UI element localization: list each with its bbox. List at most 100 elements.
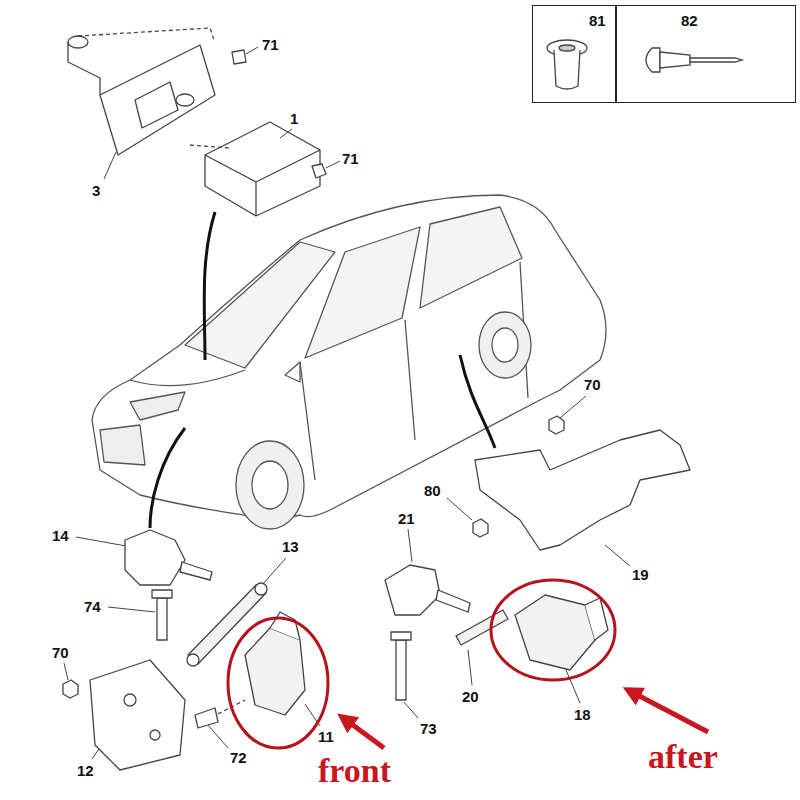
sensor-arm	[180, 562, 212, 580]
top-parts	[68, 28, 326, 216]
bolt	[157, 598, 167, 640]
leader-line	[605, 545, 630, 566]
leader-line	[447, 498, 472, 520]
mounting-bracket	[475, 430, 690, 550]
height-sensor	[385, 565, 440, 615]
bracket-stud	[68, 42, 100, 95]
part-number: 82	[681, 12, 698, 30]
callout-number: 13	[282, 538, 299, 556]
callout-number: 19	[632, 566, 649, 584]
harness-lines	[150, 212, 495, 528]
harness-line	[150, 428, 185, 528]
rivet-nut-bore	[559, 45, 575, 51]
leader-line	[408, 529, 412, 562]
sensor-connector	[270, 612, 300, 640]
sensor-arm	[436, 590, 470, 612]
leader-line	[326, 161, 340, 168]
car-wheel-hub	[252, 461, 288, 509]
highlight-circle	[491, 580, 615, 680]
harness-line	[460, 355, 495, 448]
car-window	[420, 207, 522, 308]
harness-line	[204, 212, 215, 360]
car-wheel-hub	[492, 328, 518, 362]
bracket-hole	[124, 694, 136, 706]
bolt-head	[152, 590, 172, 598]
callout-number: 18	[574, 706, 591, 724]
car-headlight	[130, 392, 185, 420]
callout-number: 14	[52, 527, 69, 545]
height-sensor	[245, 628, 305, 715]
car-window	[305, 227, 420, 358]
leader-line	[246, 47, 258, 54]
leader-line	[104, 152, 116, 179]
leader-line	[262, 558, 286, 585]
leader-line	[560, 396, 586, 418]
bolt	[232, 50, 246, 64]
direction-label: after	[648, 738, 718, 776]
nut	[473, 519, 488, 537]
bracket-hole	[150, 730, 160, 740]
rear-parts	[385, 416, 690, 700]
leader-line	[76, 537, 126, 546]
leader-line	[208, 725, 228, 748]
mounting-bracket	[100, 45, 215, 155]
callout-number: 20	[462, 688, 479, 706]
highlight-circle	[228, 618, 328, 748]
callout-number: 12	[77, 762, 94, 780]
alignment-line	[190, 145, 230, 148]
leader-line	[280, 129, 292, 138]
rivet-nut-body	[554, 50, 580, 89]
mounting-bracket	[90, 660, 185, 770]
callout-number: 3	[92, 182, 100, 200]
car-hood-line	[130, 370, 245, 386]
mounting-bracket-hole	[135, 82, 178, 128]
pointer-arrow	[628, 690, 708, 732]
car-wheel	[479, 312, 531, 378]
bolt	[396, 640, 406, 700]
bracket-stud	[176, 94, 194, 106]
part-number: 81	[589, 12, 606, 30]
control-module-edge	[205, 150, 320, 216]
callout-number: 71	[262, 36, 279, 54]
alignment-line	[78, 28, 214, 40]
car-grille	[100, 425, 145, 465]
fastener-icons	[547, 40, 742, 89]
direction-label: front	[318, 752, 391, 790]
front-parts	[63, 530, 305, 770]
bolt	[195, 708, 218, 728]
leader-line	[404, 702, 418, 718]
bolt-head	[391, 632, 411, 640]
nut	[63, 680, 78, 698]
leader-line	[108, 607, 155, 612]
callout-number: 21	[398, 510, 415, 528]
bracket-stud	[68, 36, 88, 48]
highlight-circles	[228, 580, 615, 748]
callout-number: 70	[584, 376, 601, 394]
callout-number: 1	[290, 110, 298, 128]
callout-number: 70	[52, 644, 69, 662]
link-rod	[456, 610, 508, 645]
fastener-cell: 82	[616, 5, 796, 103]
callout-number: 11	[318, 728, 334, 746]
rivet-head	[646, 48, 660, 72]
callout-number: 73	[420, 720, 437, 738]
control-module	[205, 122, 320, 216]
pointer-arrow	[342, 717, 384, 748]
callout-number: 71	[342, 150, 359, 168]
leader-line	[468, 650, 472, 685]
rivet-body	[660, 52, 690, 68]
ball-joint	[187, 654, 199, 666]
callout-number: 80	[424, 482, 441, 500]
fastener-cell: 81	[532, 5, 616, 103]
callout-number: 72	[230, 749, 247, 767]
height-sensor	[515, 595, 595, 670]
leader-line	[64, 663, 68, 680]
ball-joint	[255, 583, 267, 595]
car-mirror	[285, 362, 300, 382]
height-sensor	[125, 530, 185, 585]
nut	[312, 164, 326, 178]
callout-number: 74	[84, 598, 101, 616]
car-wheel	[236, 441, 304, 529]
